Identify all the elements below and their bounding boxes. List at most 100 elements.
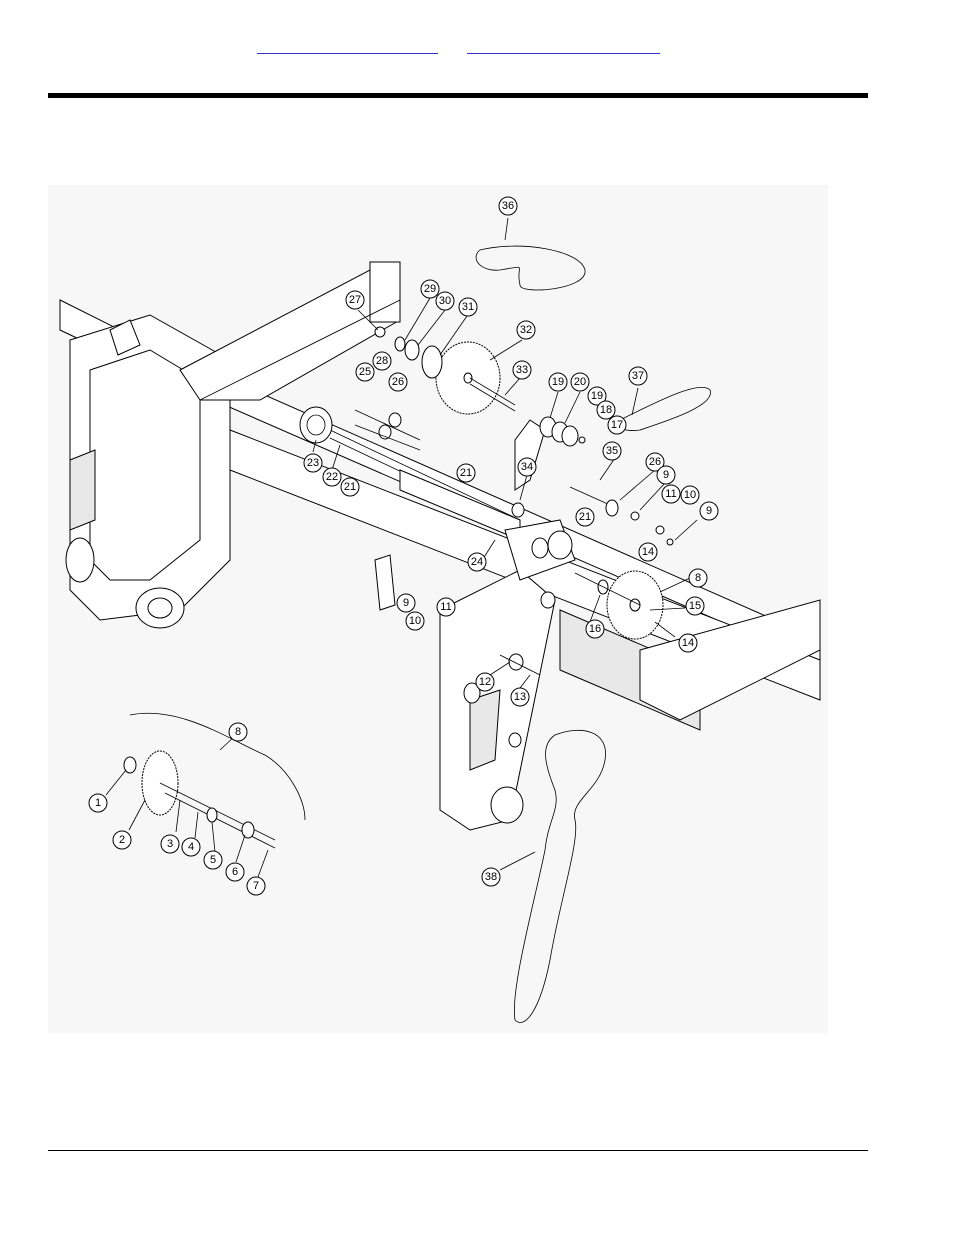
svg-text:30: 30 (439, 295, 451, 307)
callout-36: 36 (499, 197, 517, 215)
chain-36 (476, 246, 585, 290)
svg-text:34: 34 (521, 461, 533, 473)
svg-text:15: 15 (689, 600, 701, 612)
callout-9-c: 9 (397, 594, 415, 612)
svg-text:12: 12 (479, 676, 491, 688)
svg-text:33: 33 (516, 364, 528, 376)
svg-text:17: 17 (611, 419, 623, 431)
svg-text:10: 10 (409, 615, 421, 627)
svg-text:13: 13 (514, 691, 526, 703)
svg-text:4: 4 (188, 841, 194, 853)
svg-text:11: 11 (440, 601, 451, 613)
svg-text:1: 1 (95, 797, 101, 809)
svg-text:21: 21 (344, 481, 356, 493)
callout-8: 8 (689, 569, 707, 587)
callout-16: 16 (586, 620, 604, 638)
callout-8-b: 8 (229, 723, 247, 741)
callout-5: 5 (204, 851, 222, 869)
callout-2: 2 (113, 831, 131, 849)
callout-11-b: 11 (437, 598, 455, 616)
callout-30: 30 (436, 292, 454, 310)
svg-text:26: 26 (649, 456, 661, 468)
svg-text:27: 27 (349, 294, 361, 306)
svg-text:35: 35 (606, 445, 618, 457)
callout-26: 26 (389, 373, 407, 391)
svg-text:21: 21 (579, 511, 591, 523)
sprocket-29 (395, 337, 405, 351)
callout-28: 28 (373, 352, 391, 370)
svg-text:2: 2 (119, 834, 125, 846)
callout-11: 11 (662, 485, 680, 503)
svg-text:19: 19 (552, 376, 564, 388)
svg-text:9: 9 (663, 469, 669, 481)
svg-text:9: 9 (706, 505, 712, 517)
clutch (300, 407, 332, 443)
svg-text:16: 16 (589, 623, 601, 635)
svg-text:5: 5 (210, 854, 216, 866)
callout-18: 18 (597, 401, 615, 419)
svg-text:14: 14 (642, 546, 654, 558)
svg-text:11: 11 (665, 488, 676, 500)
callout-31: 31 (459, 298, 477, 316)
callout-27: 27 (346, 291, 364, 309)
callout-29: 29 (421, 280, 439, 298)
callout-35: 35 (603, 442, 621, 460)
svg-text:3: 3 (167, 838, 173, 850)
sprocket-large (436, 342, 515, 414)
callout-23: 23 (304, 454, 322, 472)
washer-31 (422, 346, 442, 378)
callout-32: 32 (517, 321, 535, 339)
bearing-stack (540, 417, 585, 446)
callout-7: 7 (247, 877, 265, 895)
svg-text:22: 22 (326, 471, 338, 483)
callout-37: 37 (629, 367, 647, 385)
svg-text:31: 31 (462, 301, 474, 313)
svg-text:9: 9 (403, 597, 409, 609)
callout-15: 15 (686, 597, 704, 615)
callout-4: 4 (182, 838, 200, 856)
callout-13: 13 (511, 688, 529, 706)
sprocket-26 (606, 500, 618, 516)
callout-24: 24 (468, 553, 486, 571)
svg-text:10: 10 (684, 489, 696, 501)
svg-text:20: 20 (574, 376, 586, 388)
callout-9: 9 (657, 466, 675, 484)
svg-text:26: 26 (392, 376, 404, 388)
svg-text:37: 37 (632, 370, 644, 382)
svg-text:36: 36 (502, 200, 514, 212)
callout-3: 3 (161, 835, 179, 853)
bolt-35 (570, 487, 610, 505)
callout-14-b: 14 (679, 634, 697, 652)
svg-text:29: 29 (424, 283, 436, 295)
chain-38 (514, 730, 605, 1022)
callout-10: 10 (681, 486, 699, 504)
svg-text:19: 19 (591, 390, 603, 402)
callout-6: 6 (226, 863, 244, 881)
svg-text:25: 25 (359, 366, 371, 378)
svg-text:7: 7 (253, 880, 259, 892)
callout-12: 12 (476, 673, 494, 691)
svg-text:23: 23 (307, 457, 319, 469)
callout-38: 38 (482, 868, 500, 886)
callout-9-b: 9 (700, 502, 718, 520)
callout-33: 33 (513, 361, 531, 379)
callout-1: 1 (89, 794, 107, 812)
svg-text:6: 6 (232, 866, 238, 878)
callout-34: 34 (518, 458, 536, 476)
callout-21-b: 21 (457, 464, 475, 482)
svg-text:38: 38 (485, 871, 497, 883)
callout-14: 14 (639, 543, 657, 561)
svg-text:14: 14 (682, 637, 694, 649)
callout-17: 17 (608, 416, 626, 434)
callout-21: 21 (341, 478, 359, 496)
chain-37 (619, 387, 711, 430)
inset-assembly (124, 751, 275, 848)
svg-text:8: 8 (235, 726, 241, 738)
svg-text:21: 21 (460, 467, 472, 479)
svg-text:24: 24 (471, 556, 483, 568)
sprocket-12 (509, 654, 523, 670)
callout-20: 20 (571, 373, 589, 391)
callout-21-c: 21 (576, 508, 594, 526)
bottom-rule (48, 1150, 868, 1151)
